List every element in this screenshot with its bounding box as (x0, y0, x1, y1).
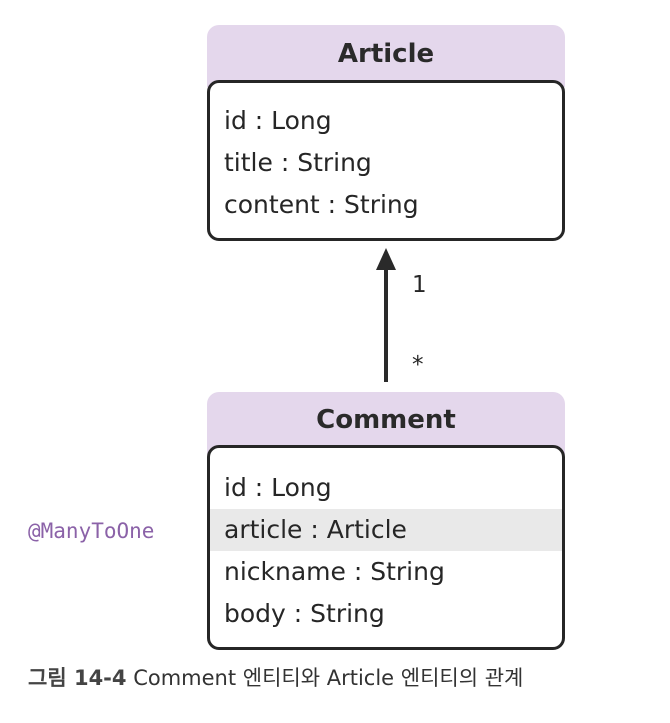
article-entity: Article id : Long title : String content… (207, 25, 565, 241)
comment-field-nickname: nickname : String (224, 557, 445, 586)
article-field-title: title : String (224, 148, 372, 177)
article-field-content: content : String (224, 190, 419, 219)
article-entity-header: Article (207, 25, 565, 87)
many-to-one-annotation: @ManyToOne (28, 519, 155, 543)
figure-caption: 그림 14-4 Comment 엔티티와 Article 엔티티의 관계 (28, 662, 523, 692)
comment-field-body: body : String (224, 599, 385, 628)
article-entity-body: id : Long title : String content : Strin… (207, 80, 565, 241)
figure-caption-text: Comment 엔티티와 Article 엔티티의 관계 (133, 666, 524, 690)
comment-field-id: id : Long (224, 473, 332, 502)
comment-field-article: article : Article (210, 509, 562, 551)
association-arrowhead (376, 248, 396, 270)
multiplicity-many: * (412, 352, 424, 378)
comment-entity-title: Comment (316, 405, 456, 435)
figure-caption-label: 그림 14-4 (28, 666, 127, 690)
comment-entity-header: Comment (207, 392, 565, 454)
comment-entity-body: id : Long article : Article nickname : S… (207, 445, 565, 650)
comment-entity: Comment id : Long article : Article nick… (207, 392, 565, 650)
article-field-id: id : Long (224, 106, 332, 135)
article-entity-title: Article (337, 39, 435, 69)
multiplicity-one: 1 (412, 272, 427, 298)
